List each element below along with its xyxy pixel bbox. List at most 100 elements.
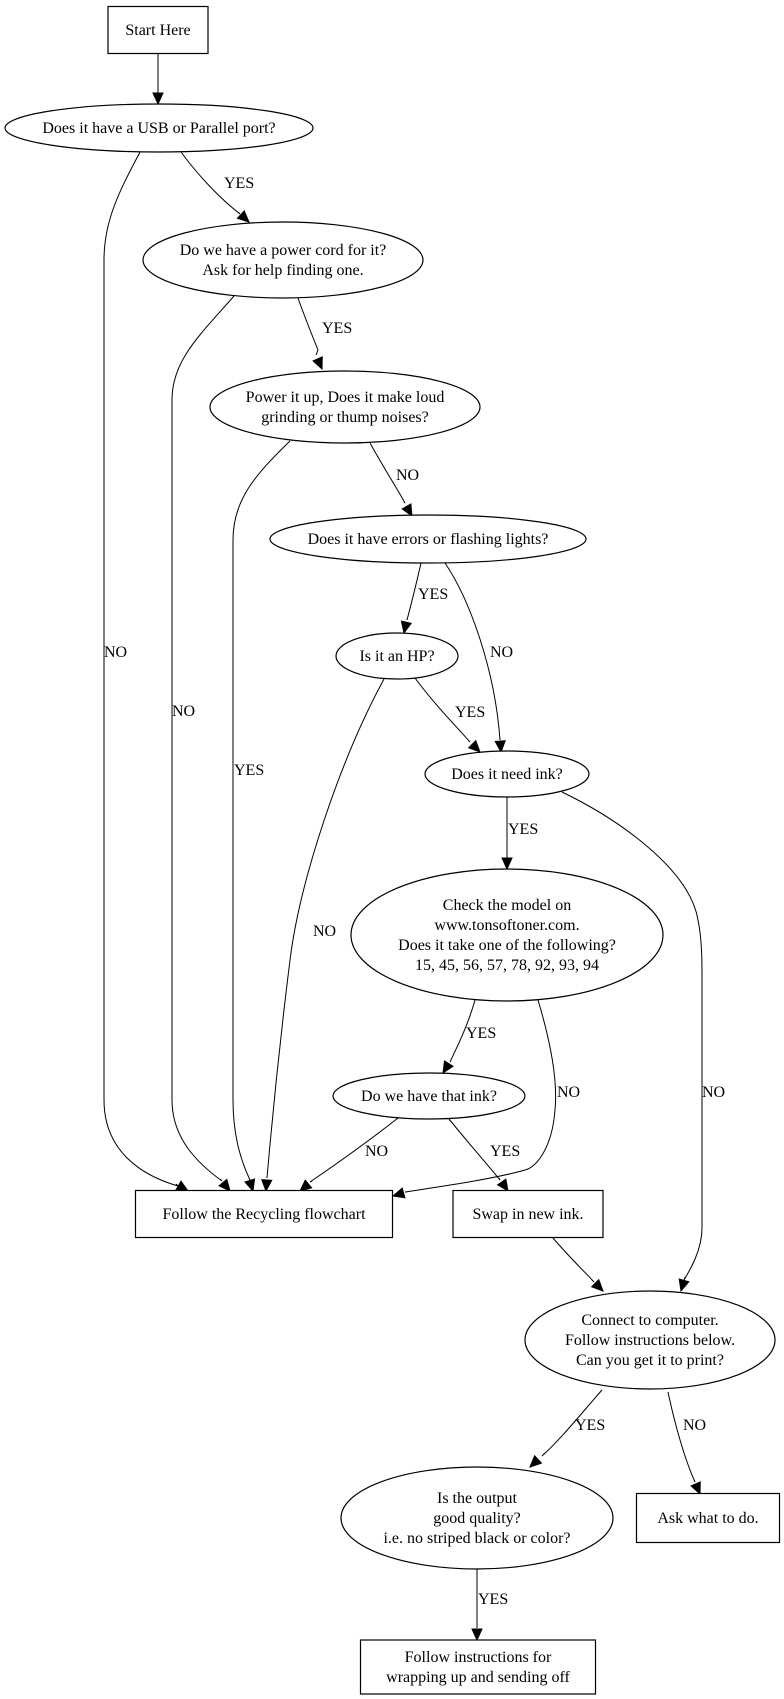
node-text-line: grinding or thump noises? <box>261 409 429 426</box>
edge-line <box>404 999 557 1193</box>
edge-start-to-usb <box>152 53 164 106</box>
node-start[interactable]: Start Here <box>107 5 209 55</box>
edge-line <box>561 791 703 1281</box>
node-ask[interactable]: Ask what to do. <box>635 1492 781 1544</box>
edge-power_cord-to-recycle: NO <box>171 295 235 1192</box>
arrowhead-icon <box>299 1179 313 1192</box>
node-usb[interactable]: Does it have a USB or Parallel port? <box>4 103 314 153</box>
edge-line <box>449 999 476 1063</box>
edge-line <box>541 1389 603 1457</box>
node-text-line: www.tonsoftoner.com. <box>434 917 579 934</box>
edge-connect-to-quality: YES <box>529 1389 605 1468</box>
edge-connect-to-ask: NO <box>667 1391 706 1496</box>
arrowhead-icon <box>467 739 481 753</box>
node-text-line: Check the model on <box>443 897 571 914</box>
edge-errors-to-hp: YES <box>400 562 448 635</box>
node-recycle[interactable]: Follow the Recycling flowchart <box>134 1189 394 1239</box>
box-shape <box>635 1492 781 1544</box>
ellipse-shape <box>209 370 481 444</box>
edge-line <box>414 677 471 743</box>
arrowhead-icon <box>590 1278 604 1292</box>
edge-line <box>171 295 235 1182</box>
edge-line <box>667 1391 696 1483</box>
edge-label: NO <box>702 1084 725 1101</box>
edge-label: NO <box>365 1143 388 1160</box>
edge-line <box>180 151 241 215</box>
arrowhead-icon <box>152 92 164 106</box>
node-check-model[interactable]: Check the model on www.tonsoftoner.com. Do… <box>350 868 664 1002</box>
node-text-line: Is it an HP? <box>359 648 434 665</box>
edge-power_cord-to-noises: YES <box>297 297 352 371</box>
edge-label: YES <box>508 821 538 838</box>
node-have-ink[interactable]: Do we have that ink? <box>332 1072 526 1120</box>
node-text-line: Follow instructions for <box>405 1649 552 1666</box>
arrowhead-icon <box>529 1454 543 1468</box>
edge-noises-to-errors: NO <box>369 442 419 518</box>
node-text-line: Follow the Recycling flowchart <box>162 1206 366 1223</box>
edge-line <box>369 442 406 504</box>
arrowhead-icon <box>471 1628 483 1642</box>
node-text-line: Start Here <box>125 22 190 39</box>
arrowhead-icon <box>401 503 413 518</box>
node-errors[interactable]: Does it have errors or flashing lights? <box>269 514 587 564</box>
node-hp[interactable]: Is it an HP? <box>335 632 459 680</box>
edge-need_ink-to-connect: NO <box>561 791 725 1293</box>
edge-need_ink-to-check_model: YES <box>501 797 538 871</box>
ellipse-shape <box>350 868 664 1002</box>
ellipse-shape <box>524 1290 776 1390</box>
edge-line <box>406 562 422 621</box>
edge-hp-to-recycle: NO <box>261 678 385 1193</box>
ellipse-shape <box>269 514 587 564</box>
node-need-ink[interactable]: Does it need ink? <box>424 750 590 798</box>
arrowhead-icon <box>442 1060 454 1075</box>
edge-line <box>444 562 501 741</box>
node-text-line: Connect to computer. <box>581 1312 718 1329</box>
node-swap[interactable]: Swap in new ink. <box>452 1189 604 1239</box>
arrowhead-icon <box>501 857 513 871</box>
node-noises[interactable]: Power it up, Does it make loud grinding o… <box>209 370 481 444</box>
node-text-line: Follow instructions below. <box>565 1332 735 1349</box>
edge-usb-to-recycle: NO <box>103 151 190 1192</box>
edge-line <box>232 440 291 1181</box>
ellipse-shape <box>142 221 424 299</box>
box-shape <box>359 1639 597 1695</box>
node-text-line: Ask for help finding one. <box>202 262 363 279</box>
ellipse-shape <box>332 1072 526 1120</box>
edge-check_model-to-have_ink: YES <box>442 999 496 1075</box>
node-power-cord[interactable]: Do we have a power cord for it?Ask for h… <box>142 221 424 299</box>
node-text-line: Is the output <box>437 1490 518 1507</box>
edge-label: YES <box>478 1591 508 1608</box>
edge-line <box>309 1117 399 1183</box>
edge-label: YES <box>490 1143 520 1160</box>
edge-line <box>103 151 179 1187</box>
edge-line <box>448 1118 501 1181</box>
node-text-line: Power it up, Does it make loud <box>246 389 445 406</box>
edge-check_model-to-recycle: NO <box>391 999 580 1199</box>
edge-line <box>297 297 319 356</box>
edge-label: YES <box>234 762 264 779</box>
edge-hp-to-need_ink: YES <box>414 677 485 753</box>
edge-label: NO <box>396 467 419 484</box>
node-connect[interactable]: Connect to computer. Follow instructions … <box>524 1290 776 1390</box>
arrowhead-icon <box>391 1187 406 1199</box>
node-text-line: i.e. no striped black or color? <box>383 1530 570 1547</box>
node-text-line: Ask what to do. <box>657 1510 758 1527</box>
edge-label: YES <box>455 704 485 721</box>
arrowhead-icon <box>496 1178 509 1192</box>
ellipse-shape <box>424 750 590 798</box>
edge-label: NO <box>172 703 195 720</box>
node-text-line: 15, 45, 56, 57, 78, 92, 93, 94 <box>415 957 599 974</box>
arrowhead-icon <box>678 1278 690 1293</box>
edge-errors-to-need_ink: NO <box>444 562 513 754</box>
node-text-line: Does it take one of the following? <box>398 937 616 954</box>
edge-label: NO <box>104 644 127 661</box>
edge-have_ink-to-swap: YES <box>448 1118 520 1192</box>
arrowhead-icon <box>218 1178 231 1192</box>
edge-label: YES <box>224 175 254 192</box>
arrowhead-icon <box>244 1178 256 1193</box>
